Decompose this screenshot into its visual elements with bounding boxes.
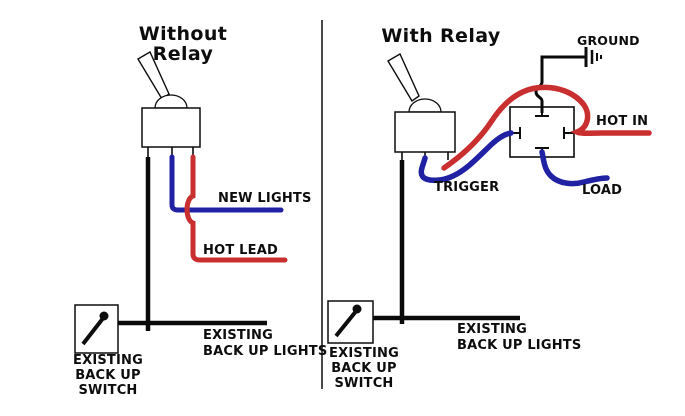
load-wire bbox=[539, 149, 610, 187]
relay-terminal-right bbox=[563, 127, 574, 139]
load-label: LOAD bbox=[582, 183, 623, 198]
left-new-lights-wire bbox=[169, 154, 284, 213]
toggle-lever bbox=[137, 51, 170, 101]
trigger-wire bbox=[418, 130, 514, 183]
toggle-lever bbox=[387, 53, 420, 103]
right-backup-switch-icon bbox=[327, 300, 374, 344]
trigger-label: TRIGGER bbox=[434, 180, 500, 195]
toggle-dome bbox=[408, 98, 442, 113]
ground-wire bbox=[534, 55, 586, 113]
ground-symbol-icon bbox=[584, 47, 602, 67]
hot-in-wire bbox=[441, 84, 652, 171]
hot-in-label: HOT IN bbox=[596, 114, 649, 129]
left-toggle-switch-icon bbox=[137, 51, 201, 158]
right-toggle-switch-icon bbox=[387, 53, 456, 161]
right-panel-title: With Relay bbox=[381, 25, 501, 47]
toggle-dome bbox=[154, 94, 188, 109]
left-panel-title: Without Relay bbox=[138, 23, 228, 65]
hot-lead-label: HOT LEAD bbox=[203, 243, 278, 258]
left-hot-lead-wire bbox=[184, 154, 288, 263]
toggle-body bbox=[141, 107, 201, 148]
new-lights-label: NEW LIGHTS bbox=[218, 191, 312, 206]
left-existing-switch-label: EXISTING BACK UP SWITCH bbox=[73, 353, 143, 398]
backup-switch-box bbox=[327, 300, 374, 344]
ground-label: GROUND bbox=[577, 33, 640, 48]
backup-switch-lever bbox=[81, 315, 106, 346]
right-existing-lights-label: EXISTING BACK UP LIGHTS bbox=[457, 322, 582, 353]
right-existing-switch-label: EXISTING BACK UP SWITCH bbox=[329, 346, 399, 391]
left-existing-lights-label: EXISTING BACK UP LIGHTS bbox=[203, 328, 328, 359]
backup-switch-contact-dot bbox=[352, 304, 362, 314]
backup-switch-lever bbox=[334, 308, 359, 338]
backup-switch-contact-dot bbox=[99, 311, 109, 321]
left-backup-switch-icon bbox=[74, 304, 119, 354]
toggle-body bbox=[394, 111, 456, 153]
